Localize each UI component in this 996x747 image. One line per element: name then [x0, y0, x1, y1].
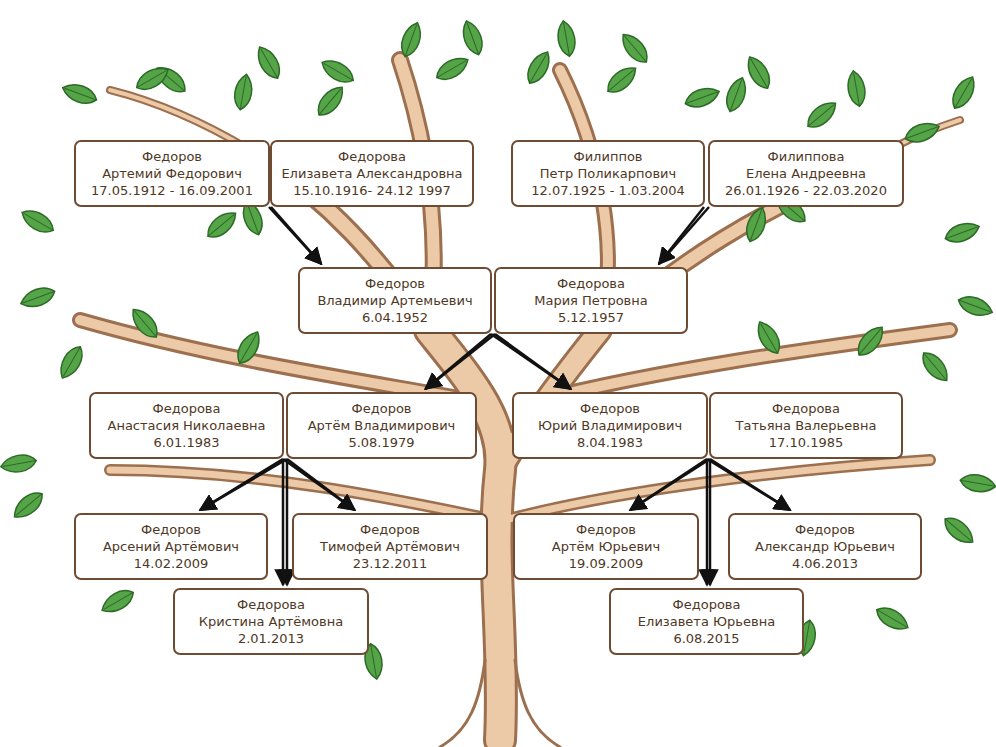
person-box: ФедоровАртём Владимирович5.08.1979	[286, 392, 477, 459]
person-box: ФедороваЕлизавета Александровна15.10.191…	[270, 140, 474, 207]
descent-arrow	[282, 459, 285, 585]
life-dates: 5.12.1957	[504, 309, 678, 326]
descent-arrow	[200, 459, 287, 510]
life-dates: 17.05.1912 - 16.09.2001	[84, 182, 260, 199]
life-dates: 4.06.2013	[738, 555, 912, 572]
full-name: Артемий Федорович	[84, 165, 260, 182]
descent-arrow	[495, 334, 571, 389]
descent-arrow	[271, 207, 321, 264]
person-box: ФедоровВладимир Артемьевич6.04.1952	[298, 267, 492, 334]
full-name: Анастасия Николаевна	[99, 417, 274, 434]
life-dates: 6.01.1983	[99, 434, 274, 451]
descent-arrow	[707, 459, 790, 510]
full-name: Татьяна Валерьевна	[719, 417, 893, 434]
person-box: ФилипповПетр Поликарпович12.07.1925 - 1.…	[511, 140, 705, 207]
life-dates: 23.12.2011	[302, 555, 478, 572]
surname: Федорова	[183, 596, 359, 613]
life-dates: 14.02.2009	[84, 555, 258, 572]
surname: Федорова	[619, 596, 794, 613]
person-box: ФедоровТимофей Артёмович23.12.2011	[292, 513, 488, 580]
person-box: ФедоровАртемий Федорович17.05.1912 - 16.…	[74, 140, 270, 207]
full-name: Мария Петровна	[504, 292, 678, 309]
person-box: ФедороваКристина Артёмовна2.01.2013	[173, 588, 369, 655]
life-dates: 26.01.1926 - 22.03.2020	[718, 182, 894, 199]
full-name: Елизавета Александровна	[280, 165, 464, 182]
life-dates: 6.08.2015	[619, 630, 794, 647]
person-box: ФедоровЮрий Владимирович8.04.1983	[512, 392, 708, 459]
person-box: ФедороваТатьяна Валерьевна17.10.1985	[709, 392, 903, 459]
full-name: Тимофей Артёмович	[302, 538, 478, 555]
surname: Федоров	[84, 148, 260, 165]
life-dates: 8.04.1983	[522, 434, 698, 451]
person-box: ФилипповаЕлена Андреевна26.01.1926 - 22.…	[708, 140, 904, 207]
life-dates: 6.04.1952	[308, 309, 482, 326]
descent-arrow	[287, 459, 355, 510]
full-name: Юрий Владимирович	[522, 417, 698, 434]
life-dates: 2.01.2013	[183, 630, 359, 647]
surname: Федоров	[308, 275, 482, 292]
descent-arrow	[659, 207, 709, 264]
full-name: Владимир Артемьевич	[308, 292, 482, 309]
surname: Федорова	[280, 148, 464, 165]
full-name: Александр Юрьевич	[738, 538, 912, 555]
surname: Федоров	[738, 521, 912, 538]
full-name: Арсений Артёмович	[84, 538, 258, 555]
life-dates: 5.08.1979	[296, 434, 467, 451]
life-dates: 12.07.1925 - 1.03.2004	[521, 182, 695, 199]
surname: Федоров	[523, 521, 689, 538]
surname: Федорова	[504, 275, 678, 292]
person-box: ФедоровАрсений Артёмович14.02.2009	[74, 513, 268, 580]
surname: Федоров	[84, 521, 258, 538]
descent-arrow	[283, 459, 355, 510]
descent-arrow	[709, 459, 712, 585]
full-name: Артём Владимирович	[296, 417, 467, 434]
descent-arrow	[710, 459, 790, 510]
descent-arrow	[425, 334, 495, 389]
descent-arrow	[269, 207, 321, 264]
descent-arrow	[630, 459, 710, 510]
person-box: ФедороваАнастасия Николаевна6.01.1983	[89, 392, 284, 459]
full-name: Елена Андреевна	[718, 165, 894, 182]
life-dates: 17.10.1985	[719, 434, 893, 451]
life-dates: 19.09.2009	[523, 555, 689, 572]
person-box: ФедоровАртём Юрьевич19.09.2009	[513, 513, 699, 580]
surname: Федоров	[522, 400, 698, 417]
full-name: Кристина Артёмовна	[183, 613, 359, 630]
surname: Федорова	[99, 400, 274, 417]
descent-arrow	[491, 334, 571, 389]
full-name: Артём Юрьевич	[523, 538, 689, 555]
person-box: ФедороваМария Петровна5.12.1957	[494, 267, 688, 334]
descent-arrow	[706, 459, 709, 585]
person-box: ФедороваЕлизавета Юрьевна6.08.2015	[609, 588, 804, 655]
surname: Федорова	[719, 400, 893, 417]
surname: Филиппов	[521, 148, 695, 165]
surname: Федоров	[302, 521, 478, 538]
surname: Федоров	[296, 400, 467, 417]
full-name: Петр Поликарпович	[521, 165, 695, 182]
surname: Филиппова	[718, 148, 894, 165]
person-box: ФедоровАлександр Юрьевич4.06.2013	[728, 513, 922, 580]
full-name: Елизавета Юрьевна	[619, 613, 794, 630]
life-dates: 15.10.1916- 24.12 1997	[280, 182, 464, 199]
descent-arrow	[286, 459, 289, 585]
